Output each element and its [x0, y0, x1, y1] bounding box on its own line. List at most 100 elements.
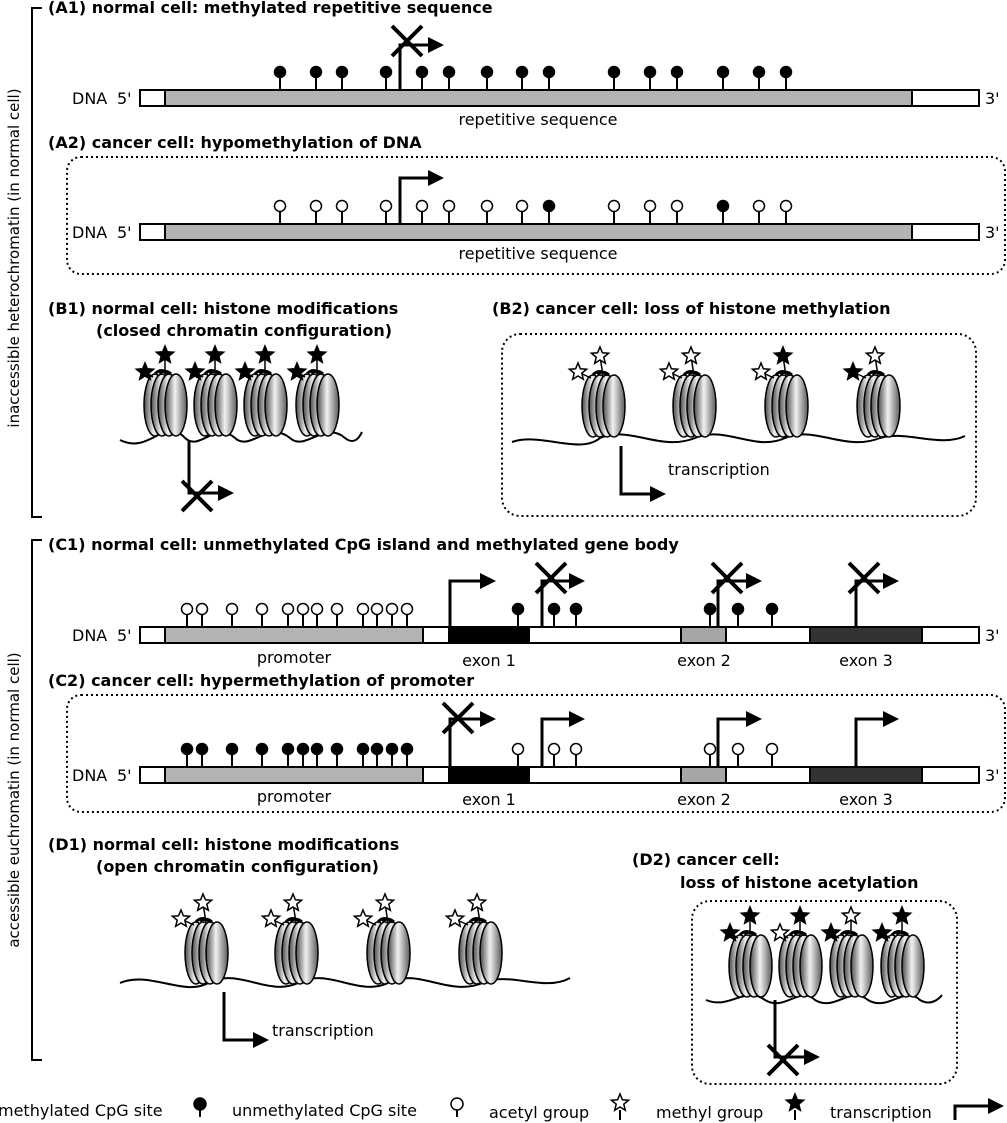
unmethylated-cpg-site: [379, 199, 393, 213]
methylated-cpg-site: [716, 199, 730, 213]
methylated-cpg-site: [752, 65, 766, 79]
panel-d1-title-line1: (D1) normal cell: histone modifications: [48, 835, 399, 854]
acetyl-group-icon: [567, 361, 589, 381]
unmethylated-cpg-site: [442, 199, 456, 213]
methylated-cpg-site: [547, 602, 561, 616]
methyl-group-icon: [306, 344, 328, 364]
methylated-cpg-site: [703, 602, 717, 616]
unmethylated-cpg-site: [703, 742, 717, 756]
legend-unmethylated-icon: [450, 1097, 464, 1117]
panel-a1-blocked-transcription: [390, 24, 444, 90]
panel-a2-transcription-arrow: [398, 170, 444, 224]
methylated-cpg-site: [255, 742, 269, 756]
methylated-cpg-site: [273, 65, 287, 79]
c1-promoter-label: promoter: [257, 648, 332, 667]
methylated-cpg-site: [643, 65, 657, 79]
svg-text:DNA: DNA: [72, 89, 107, 108]
methyl-group-icon: [842, 361, 864, 381]
legend-unmethylated-label: unmethylated CpG site: [232, 1101, 417, 1120]
panel-a1-cpg-sites: [273, 65, 793, 90]
legend-acetyl-icon: [609, 1092, 631, 1120]
panel-b2-box: [501, 333, 977, 517]
methylated-cpg-site: [415, 65, 429, 79]
panel-a2-cpg-sites: [273, 199, 793, 224]
panel-c1-cpg-sites: [180, 602, 779, 627]
svg-text:5': 5': [117, 766, 132, 785]
legend-transcription-label: transcription: [830, 1103, 932, 1122]
methylated-cpg-site: [180, 742, 194, 756]
panel-c2-dna: DNA 5' 3' promoter exon 1 exon 2 exon 3: [72, 766, 1000, 809]
panel-d2-blocked-transcription: [766, 1000, 820, 1077]
unmethylated-cpg-site: [607, 199, 621, 213]
euchromatin-bracket: [31, 539, 42, 1061]
methyl-group-icon: [772, 345, 794, 365]
methyl-group-icon: [184, 361, 206, 381]
unmethylated-cpg-site: [515, 199, 529, 213]
panel-c2-box: [66, 694, 1006, 813]
repetitive-sequence-label: repetitive sequence: [458, 110, 617, 129]
panel-d1-title-line2: (open chromatin configuration): [96, 857, 379, 876]
unmethylated-cpg-site: [225, 602, 239, 616]
svg-text:promoter: promoter: [257, 787, 332, 806]
methylated-cpg-site: [335, 65, 349, 79]
methyl-group-icon: [871, 922, 893, 942]
legend-acetyl-label: acetyl group: [489, 1103, 589, 1122]
acetyl-group-icon: [466, 892, 488, 912]
panel-c1-transcription-arrows: [448, 561, 899, 627]
methylated-cpg-site: [385, 742, 399, 756]
unmethylated-cpg-site: [335, 199, 349, 213]
panel-d2-histone-marks: [719, 905, 913, 942]
panel-b1-blocked-transcription: [180, 440, 234, 513]
methylated-cpg-site: [542, 199, 556, 213]
unmethylated-cpg-site: [255, 602, 269, 616]
unmethylated-cpg-site: [569, 742, 583, 756]
unmethylated-cpg-site: [281, 602, 295, 616]
acetyl-group-icon: [680, 345, 702, 365]
acetyl-group-icon: [352, 908, 374, 928]
methyl-group-icon: [891, 905, 913, 925]
methylated-cpg-site: [511, 602, 525, 616]
unmethylated-cpg-site: [731, 742, 745, 756]
panel-c1-dna: DNA 5' 3' promoter exon 1 exon 2 exon 3: [72, 626, 1000, 670]
methylated-cpg-site: [195, 742, 209, 756]
methyl-group-icon: [820, 922, 842, 942]
svg-text:3': 3': [985, 89, 1000, 108]
unmethylated-cpg-site: [480, 199, 494, 213]
svg-text:repetitive sequence: repetitive sequence: [458, 244, 617, 263]
svg-text:DNA: DNA: [72, 626, 107, 645]
unmethylated-cpg-site: [547, 742, 561, 756]
unmethylated-cpg-site: [356, 602, 370, 616]
legend-methyl-label: methyl group: [656, 1103, 763, 1122]
unmethylated-cpg-site: [779, 199, 793, 213]
unmethylated-cpg-site: [309, 199, 323, 213]
legend-methyl-icon: [784, 1092, 806, 1120]
methylated-cpg-site: [480, 65, 494, 79]
acetyl-group-icon: [658, 361, 680, 381]
svg-text:5': 5': [117, 89, 132, 108]
acetyl-group-icon: [260, 908, 282, 928]
panel-d2-box: [691, 900, 958, 1085]
panel-b1-title-line2: (closed chromatin configuration): [96, 321, 392, 340]
methyl-group-icon: [234, 361, 256, 381]
panel-b2-histone-marks: [567, 345, 886, 381]
methylated-cpg-site: [296, 742, 310, 756]
svg-text:5': 5': [117, 626, 132, 645]
methyl-group-icon: [134, 361, 156, 381]
panel-a2-title: (A2) cancer cell: hypomethylation of DNA: [48, 133, 422, 152]
unmethylated-cpg-site: [195, 602, 209, 616]
panel-d1-transcription-label: transcription: [272, 1021, 374, 1040]
unmethylated-cpg-site: [296, 602, 310, 616]
legend-transcription-icon: [953, 1098, 1004, 1120]
svg-text:3': 3': [985, 223, 1000, 242]
methylated-cpg-site: [716, 65, 730, 79]
svg-text:DNA: DNA: [72, 223, 107, 242]
panel-b1-histone-marks: [134, 344, 328, 381]
methyl-group-icon: [286, 361, 308, 381]
svg-text:exon 1: exon 1: [462, 790, 516, 809]
methylated-cpg-site: [731, 602, 745, 616]
panel-d1-histone-marks: [170, 892, 488, 928]
acetyl-group-icon: [769, 922, 791, 942]
methyl-group-icon: [719, 922, 741, 942]
unmethylated-cpg-site: [511, 742, 525, 756]
methylated-cpg-site: [309, 65, 323, 79]
